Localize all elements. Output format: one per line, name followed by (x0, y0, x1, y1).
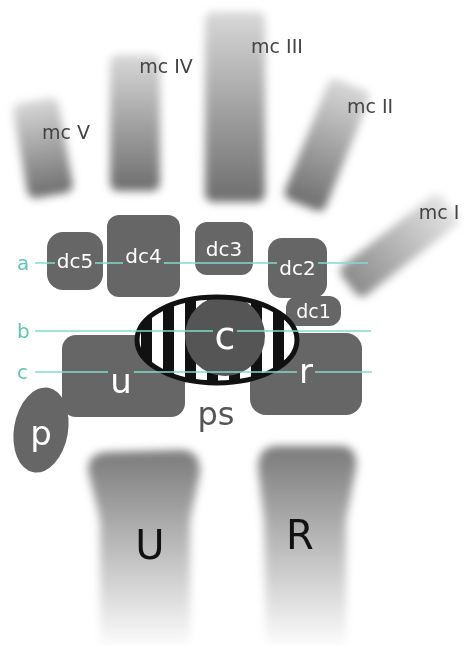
metacarpal-label: mc III (242, 32, 312, 60)
metacarpal-shafts (12, 12, 461, 300)
metacarpal-label: mc I (415, 198, 463, 226)
carpal-bone: dc5 (47, 232, 103, 290)
radiale-bone: r (250, 333, 362, 409)
metacarpal-label: mc II (337, 92, 403, 120)
bone-name: r (297, 354, 315, 388)
section-label: b (17, 321, 30, 341)
radius-bone: R (255, 490, 345, 580)
bone-name: R (286, 515, 314, 555)
bone-name: mc V (42, 123, 90, 142)
carpal-bones (7, 215, 362, 477)
forearm-bones (88, 446, 356, 645)
ulnare-bone: u (62, 340, 180, 422)
bone-name: dc5 (55, 251, 95, 271)
bone-name: dc2 (277, 258, 317, 278)
carpal-bone: dc1 (286, 296, 341, 326)
metacarpal-label: mc V (35, 118, 97, 146)
metacarpal-label: mc IV (131, 52, 201, 80)
bone-name: U (135, 525, 164, 565)
section-label: c (17, 362, 28, 382)
carpal-bone: dc4 (107, 215, 180, 297)
ulna-bone: U (95, 500, 205, 590)
carpal-bone: dc2 (268, 238, 327, 298)
bone-name: mc II (347, 97, 393, 116)
bone-name: mc III (251, 37, 303, 56)
pisiform-bone: p (14, 390, 68, 476)
bone-name: u (108, 364, 134, 398)
carpal-bone: dc3 (195, 222, 253, 275)
striped-centrale (137, 296, 297, 383)
bone-name: dc3 (204, 239, 244, 259)
centrale-bone: c (185, 296, 265, 376)
bone-name: c (213, 317, 238, 355)
bone-label: ps (198, 398, 235, 430)
bone-name: p (28, 416, 54, 450)
bone-name: mc IV (139, 57, 193, 76)
section-label: a (17, 253, 29, 273)
bone-name: dc1 (294, 302, 333, 321)
bone-name: dc4 (123, 246, 163, 266)
bone-name: mc I (419, 203, 460, 222)
